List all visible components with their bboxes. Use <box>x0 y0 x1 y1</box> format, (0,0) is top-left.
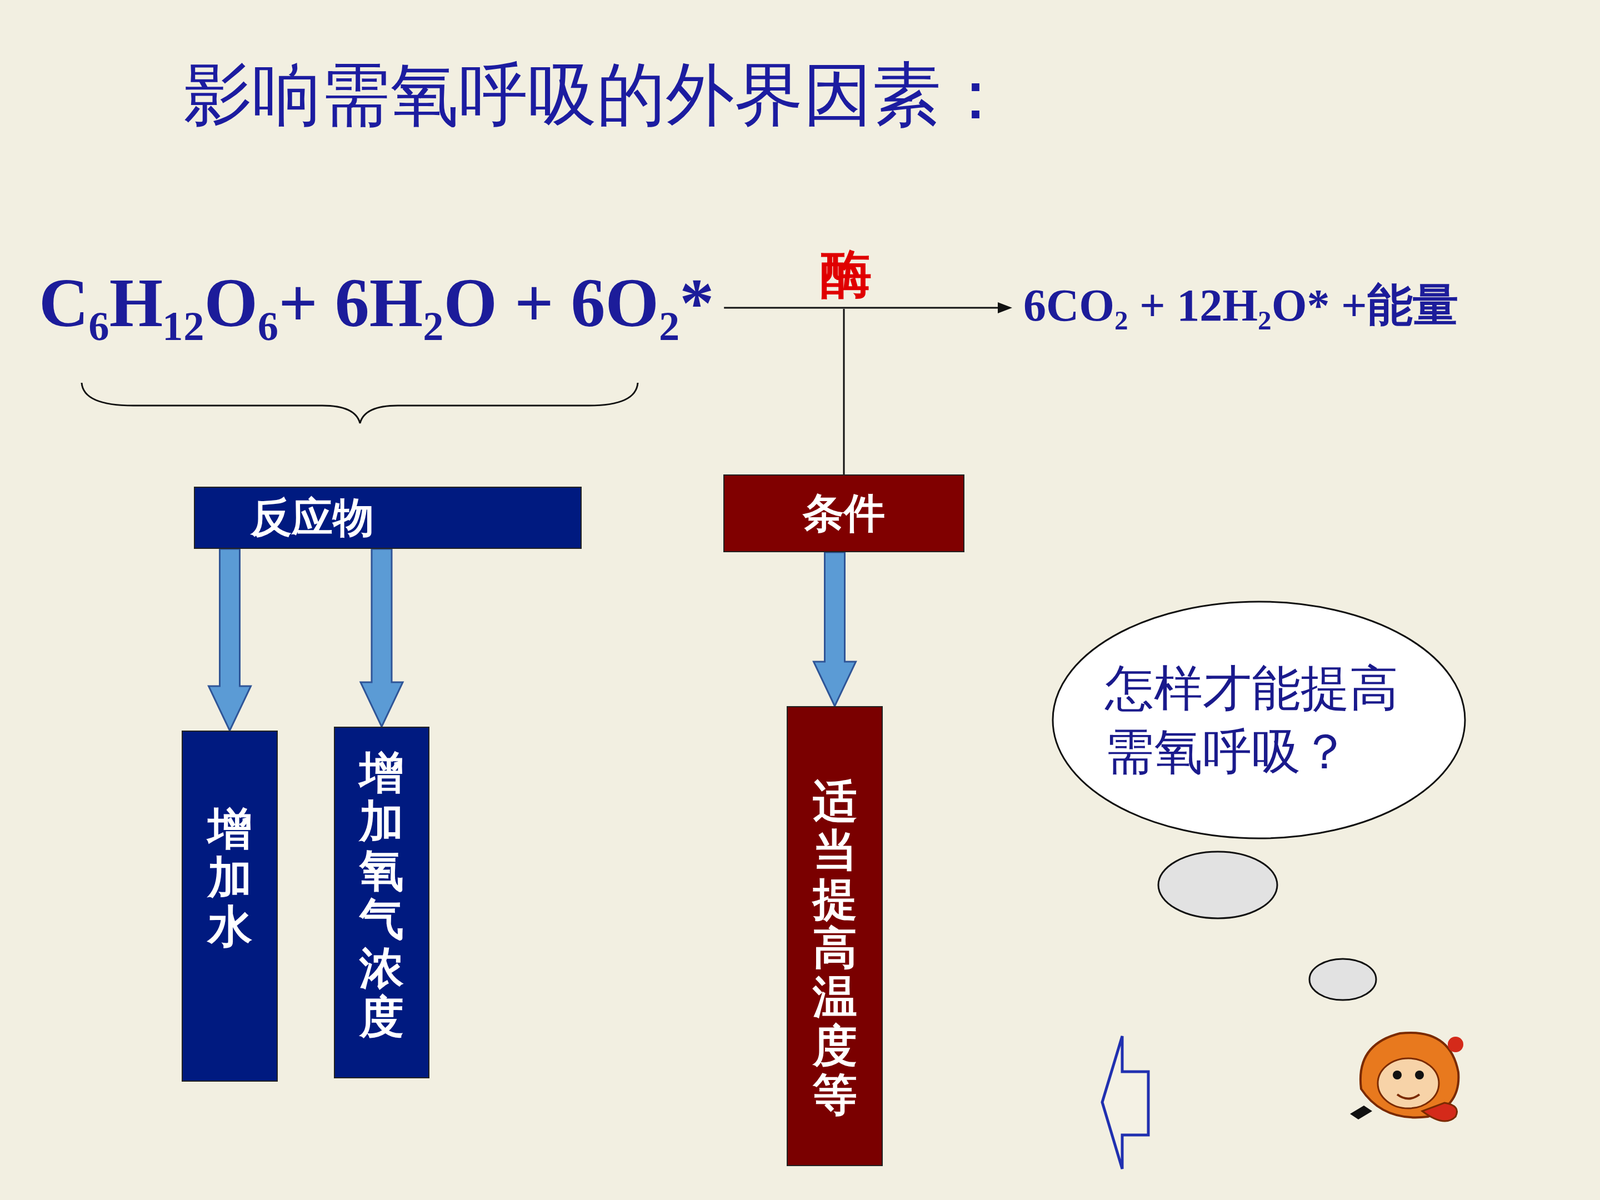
measure-box: 增加氧气浓度 <box>333 726 430 1079</box>
curly-bracket <box>81 382 638 424</box>
thought-dot <box>1158 851 1278 919</box>
category-box: 条件 <box>723 474 965 553</box>
title: 影响需氧呼吸的外界因素： <box>183 60 1010 129</box>
condition-line <box>843 308 845 475</box>
bubble-ellipse <box>1052 601 1465 839</box>
block-arrow <box>360 548 403 727</box>
block-arrow <box>813 552 857 707</box>
equation-reactants: C₆H₁₂O₆+ 6H₂O + 6O₂* <box>38 268 714 338</box>
node-text: 增加水 <box>207 803 253 951</box>
monkey-figure <box>1350 1032 1464 1122</box>
measure-box: 适当提高温度等 <box>786 706 883 1167</box>
reaction-arrowhead <box>997 302 1013 314</box>
measure-box: 增加水 <box>181 730 278 1082</box>
bubble-outline <box>1051 600 1467 840</box>
node-text: 适当提高温度等 <box>812 776 858 1119</box>
equation-products: 6CO₂ + 12H₂O* +能量 <box>1023 282 1459 329</box>
hollow-arrow <box>1102 1036 1149 1169</box>
reaction-arrow <box>723 307 1000 309</box>
node-text: 增加氧气浓度 <box>359 747 404 1042</box>
node-text: 反应物 <box>250 495 374 540</box>
node-text: 怎样才能提高 需氧呼吸？ <box>1105 656 1413 784</box>
category-box: 反应物 <box>193 486 582 549</box>
node-text: 条件 <box>802 490 885 536</box>
block-arrow <box>208 548 252 731</box>
speech-bubble: 怎样才能提高 需氧呼吸？ <box>1051 600 1467 840</box>
enzyme-label: 酶 <box>820 248 872 300</box>
thought-dot <box>1309 958 1377 1000</box>
